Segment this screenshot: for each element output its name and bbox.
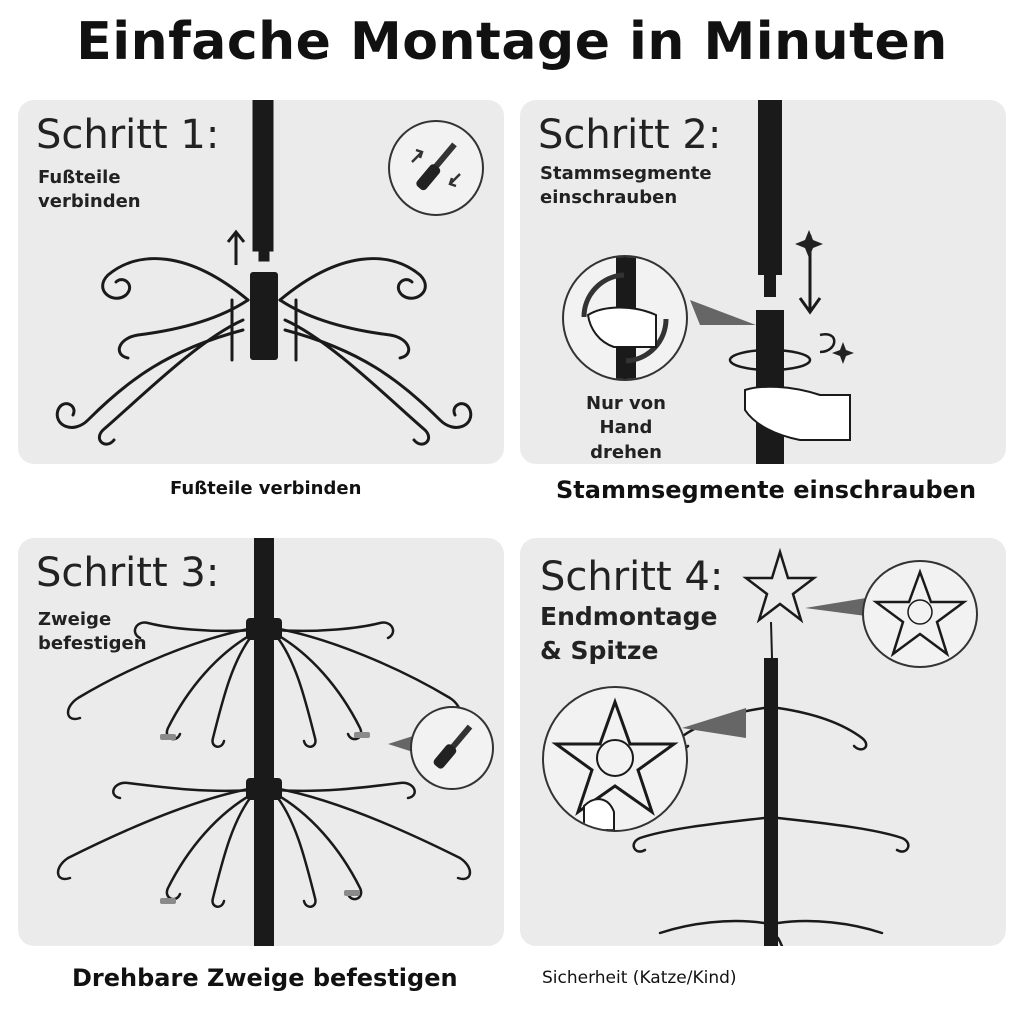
star-topper-icon — [862, 560, 978, 668]
step-4-panel: Schritt 4: Endmontage& Spitze — [520, 538, 1006, 946]
step-2-caption: Stammsegmente einschrauben — [556, 476, 977, 504]
hand-rotate-icon — [562, 255, 688, 381]
step-4-caption: Sicherheit (Katze/Kind) — [542, 968, 737, 988]
step-4-heading: Schritt 4: — [540, 554, 724, 600]
trunk-segment-illustration — [690, 100, 854, 464]
screwdriver-icon — [410, 706, 494, 790]
step-4-subtitle: Endmontage& Spitze — [540, 602, 718, 665]
base-feet-illustration — [55, 100, 473, 446]
screwdriver-icon — [388, 120, 484, 216]
step-1-caption: Fußteile verbinden — [170, 478, 362, 499]
step-3-caption: Drehbare Zweige befestigen — [72, 964, 458, 992]
step-3-heading: Schritt 3: — [36, 550, 220, 596]
branches-illustration — [56, 538, 472, 946]
star-topper-icon — [542, 686, 688, 832]
step-1-heading: Schritt 1: — [36, 112, 220, 158]
page-title: Einfache Montage in Minuten — [76, 12, 948, 72]
step-2-heading: Schritt 2: — [538, 112, 722, 158]
